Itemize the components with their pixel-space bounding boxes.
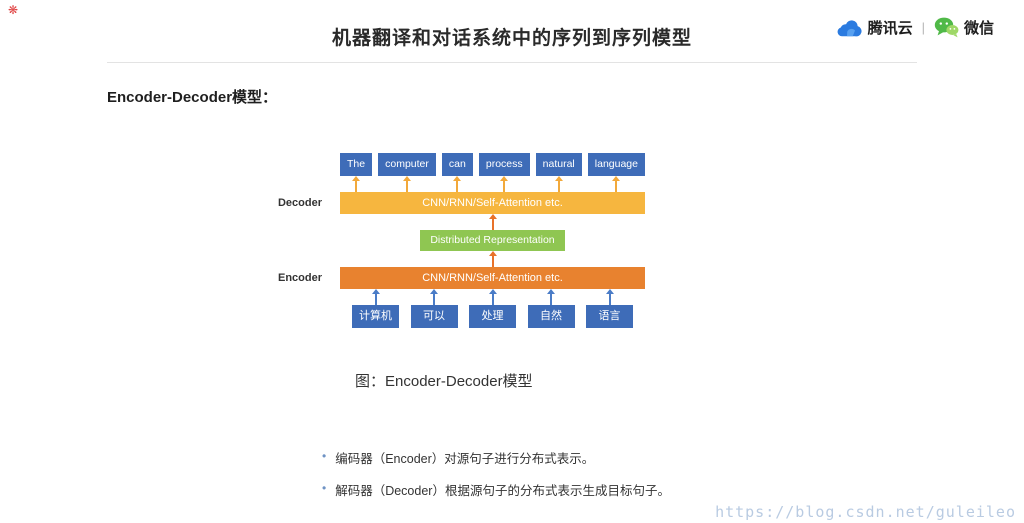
brand-divider: | [921, 20, 925, 35]
encoder-bar: CNN/RNN/Self-Attention etc. [340, 267, 645, 289]
output-token-row: The computer can process natural languag… [340, 153, 645, 192]
encoder-decoder-diagram: Decoder Encoder The computer can process… [278, 153, 645, 328]
red-badge-icon: ❋ [8, 3, 19, 17]
arrow-up-icon [452, 176, 462, 192]
output-token: natural [535, 153, 582, 176]
output-token-col: process [478, 153, 530, 192]
output-token-col: can [441, 153, 473, 192]
bullet-item: • 编码器（Encoder）对源句子进行分布式表示。 [322, 448, 670, 467]
arrow-up-icon [611, 176, 621, 192]
arrow-up-icon [351, 176, 361, 192]
arrow-up-icon [554, 176, 564, 192]
bullet-text: 编码器（Encoder）对源句子进行分布式表示。 [335, 452, 595, 466]
output-token: language [587, 153, 645, 176]
input-token-col: 计算机 [352, 289, 399, 328]
tencent-cloud-label: 腾讯云 [867, 20, 913, 37]
output-token: can [441, 153, 473, 176]
distributed-representation-box: Distributed Representation [420, 230, 565, 251]
input-token-col: 可以 [410, 289, 458, 328]
input-token: 自然 [527, 305, 575, 328]
output-token-col: computer [378, 153, 436, 192]
input-token-col: 自然 [527, 289, 575, 328]
arrow-up-icon [402, 176, 412, 192]
arrow-up-icon [371, 289, 381, 305]
output-token: The [340, 153, 373, 176]
output-token-col: The [340, 153, 373, 192]
arrow-up-icon [605, 289, 615, 305]
bullet-list: • 编码器（Encoder）对源句子进行分布式表示。 • 解码器（Decoder… [322, 448, 670, 512]
arrow-up-icon [546, 289, 556, 305]
tencent-cloud-icon [836, 18, 863, 37]
output-token: process [478, 153, 530, 176]
input-token: 处理 [469, 305, 516, 328]
brand-bar: 腾讯云 | 微信 [836, 17, 994, 38]
page-title: 机器翻译和对话系统中的序列到序列模型 [331, 28, 692, 49]
input-token-col: 处理 [469, 289, 516, 328]
bullet-item: • 解码器（Decoder）根据源句子的分布式表示生成目标句子。 [322, 480, 670, 499]
output-token-col: natural [535, 153, 582, 192]
output-token: computer [378, 153, 436, 176]
bullet-dot-icon: • [322, 481, 327, 495]
encoder-label: Encoder [277, 272, 322, 284]
header-divider [107, 62, 917, 63]
input-token: 语言 [586, 305, 633, 328]
wechat-label: 微信 [963, 20, 994, 37]
arrow-up-icon [488, 289, 498, 305]
input-token-col: 语言 [586, 289, 633, 328]
decoder-bar: CNN/RNN/Self-Attention etc. [340, 192, 645, 214]
arrow-up-icon [429, 289, 439, 305]
bullet-dot-icon: • [322, 449, 327, 463]
output-token-col: language [587, 153, 645, 192]
figure-caption: 图：Encoder-Decoder模型 [355, 373, 533, 390]
input-token-row: 计算机 可以 处理 自然 语言 [340, 289, 645, 328]
watermark-text: https://blog.csdn.net/guleileo [715, 503, 1016, 521]
arrow-up-icon [488, 251, 498, 267]
wechat-bubble-icon [934, 17, 959, 38]
arrow-up-icon [488, 214, 498, 230]
arrow-up-icon [499, 176, 509, 192]
bullet-text: 解码器（Decoder）根据源句子的分布式表示生成目标句子。 [335, 484, 670, 498]
input-token: 可以 [410, 305, 458, 328]
section-heading: Encoder-Decoder模型： [107, 89, 278, 106]
decoder-label: Decoder [277, 197, 322, 209]
input-token: 计算机 [352, 305, 399, 328]
